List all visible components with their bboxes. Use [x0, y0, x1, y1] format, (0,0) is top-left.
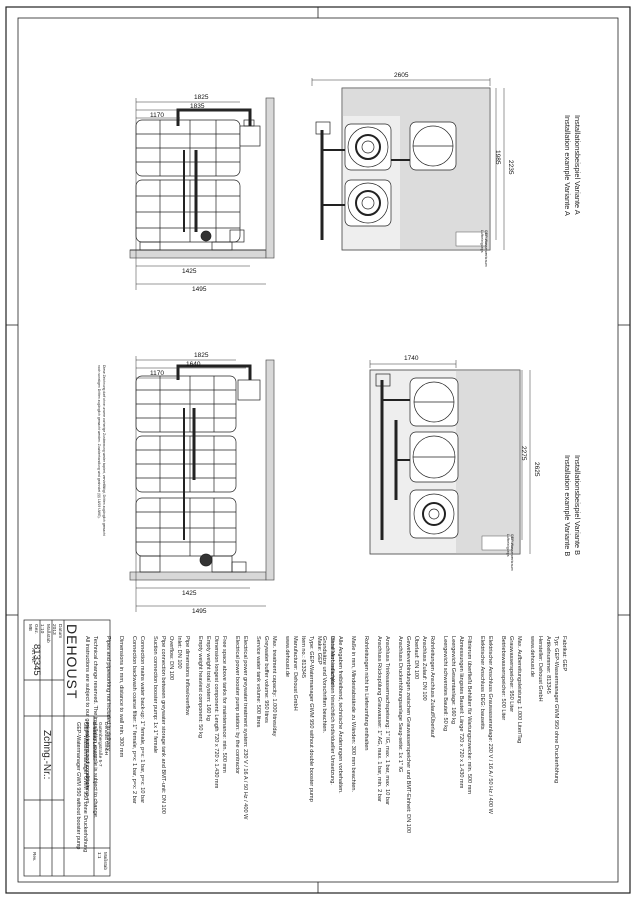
spec-text-german-line: Artikelnummer: 813345	[545, 636, 551, 694]
title-variant-b-de: Installationsbeispiel Variante B	[573, 455, 582, 556]
spec-text-german-line: Fabrikat: GEP	[561, 636, 567, 672]
company-logo-text: DEHOUST	[64, 624, 80, 700]
spec-text-english-line: www.dehoust.de	[284, 636, 290, 678]
spec-text-english-line: Pipe connection between greywater storag…	[160, 636, 166, 814]
plan-a	[315, 87, 491, 251]
spec-text-german-line: Elektrischer Anschluss DEG: bauseits	[479, 636, 485, 730]
spec-text-german-line: Filtrierum überfließt Behälter für Wartu…	[466, 636, 472, 795]
spec-text-english-line: Suction connection booster pump: 1x 1" f…	[152, 636, 158, 754]
drawing-number-label: Zchng.-Nr.:	[41, 730, 52, 780]
spec-text-english-line: Max. treatment capacity: 1.000 litres/da…	[271, 636, 277, 737]
spec-text-german-line: Gewebeverbindungen zwischen Grauwassersp…	[405, 636, 411, 834]
dim-b-1640: 1640	[186, 361, 201, 368]
title-variant-b-en: Installation example Variante B	[563, 455, 572, 557]
revision-label: Rev.	[32, 852, 37, 862]
spec-text-german-line: Max. Aufbereitungsleistung: 1.000 Liter/…	[516, 636, 522, 744]
spec-text-english-line: Empty weight total system: 160 kg	[205, 636, 211, 721]
spec-text-german-line: Elektrischer Anschluss Grauwasseranlage:…	[487, 636, 493, 814]
spec-text-english-line: Manufacturer: Dehoust GmbH	[292, 636, 298, 711]
spec-text-german-line: Alle Angaben freibleibend, technische Än…	[337, 636, 343, 794]
spec-text-english-line: Connection mains water back-up: 1" femal…	[139, 636, 145, 804]
elevation-b	[129, 359, 275, 581]
dim-b-1825: 1825	[194, 352, 209, 359]
spec-text-german-line: Anschluss Druckerhöhungsanlage Saug-seit…	[397, 636, 403, 773]
spec-text-english-line: Empty weight heaviest component: 50 kg	[197, 636, 203, 738]
title-block-frame	[23, 619, 111, 877]
dim-b-1425: 1425	[182, 590, 197, 597]
dim-b-1495: 1495	[192, 608, 207, 615]
spec-text-english-line: Overflow: DN 100	[168, 636, 174, 681]
title-variant-a: Installationsbeispiel Variante A Install…	[562, 115, 582, 216]
dim-b-2275: 2275	[520, 446, 527, 461]
spec-text-english-line: Item no.: 813345	[300, 636, 306, 678]
spec-text-german-line: Leergewicht Gesamtanlage: 160 kg	[450, 636, 456, 725]
spec-text-german-line: Abmessungen längstes Bauteil: Länge 720 …	[458, 636, 464, 789]
spec-text-english-line: Pipe dimensions inflow/overflow	[184, 636, 190, 716]
article-number: 813345	[31, 644, 42, 676]
dim-b-2625: 2625	[533, 462, 540, 477]
dimension-lines	[135, 78, 531, 612]
spec-text-german-line: Rohrleitungen Anschluss Zulauf/Überlauf	[429, 636, 435, 738]
dim-a-2605: 2605	[394, 72, 409, 79]
spec-text-english-line: Electrical power greywater treatment sys…	[242, 636, 248, 820]
legend-a: GEP-Wasserwerkraum Luftreinigungs	[479, 230, 488, 267]
dim-b-1740: 1740	[404, 355, 419, 362]
spec-text-german-line: Anschluss Zulauf: DN 100	[421, 636, 427, 701]
spec-text-german-line: Maße in mm, Mindestabstände zu Wänden: 3…	[350, 636, 356, 793]
legend-b: GEP-Wasserwerkraum Luftreinigungs	[505, 534, 514, 571]
spec-text-english-line: Dimensions in mm, distance to wall min. …	[118, 636, 124, 758]
spec-text-german-line: Rohrleitungen nicht im Lieferumfang enth…	[363, 636, 369, 751]
title-variant-a-en: Installation example Variante A	[563, 115, 572, 216]
spec-text-english-line: Connection backwash coarse filter: 1" fe…	[131, 636, 137, 804]
drawn-cell: Gez. ME	[27, 624, 38, 635]
spec-text-german-line: Hersteller: Dehoust GmbH	[537, 636, 543, 702]
spec-text-english-line: Make: GEP	[316, 636, 322, 665]
spec-text-german-line: www.dehoust.de	[529, 636, 535, 678]
spec-text-german-line: Leergewicht schwerstes Bauteil: 50 kg	[442, 636, 448, 732]
dim-a-2235: 2235	[507, 160, 514, 175]
spec-text-german-line: Typ: GEP-Wassermanager GWM 950 ohne Druc…	[553, 636, 559, 784]
dim-b-1170: 1170	[150, 370, 164, 377]
date-cell: Datum 2013	[51, 624, 62, 639]
plan-b	[369, 369, 521, 555]
spec-text-english-line: Electrical power booster pump station: b…	[234, 636, 240, 775]
copyright-note: Diese Zeichnung darf ohne unsere vorheri…	[97, 365, 106, 536]
spec-text-english-line: Free space above tanks for maintenance: …	[221, 636, 227, 773]
scale-cell: Maßstab 1:10	[39, 624, 50, 643]
dim-a-1495: 1495	[192, 286, 207, 293]
dim-a-1425: 1425	[182, 268, 197, 275]
dim-a-1985: 1985	[494, 150, 501, 165]
elevation-a	[129, 97, 275, 259]
spec-text-english-line: Inlet: DN 100	[176, 636, 182, 669]
spec-text-german-line: Grauwasserspeicher: 950 Liter	[508, 636, 514, 713]
dim-a-1835: 1835	[190, 103, 205, 110]
drawing-title: GEP-Wassermanager GWM 950 ohne Druckerhö…	[75, 722, 88, 853]
spec-text-english-line: Type: GEP-Watermanager GWM 950 without d…	[308, 636, 314, 802]
title-variant-b: Installationsbeispiel Variante B Install…	[562, 455, 582, 556]
dim-a-1825: 1825	[194, 94, 209, 101]
dim-a-1170: 1170	[150, 112, 164, 119]
spec-text-english-line: Greywater buffer volume: 950 litres	[263, 636, 269, 723]
spec-text-german-line: Überlauf: DN 100	[413, 636, 419, 680]
spec-text-german-line: Betriebswasserspeicher: 500 Liter	[500, 636, 506, 721]
spec-text-english-line: Dimension longest component: Length 720 …	[213, 636, 219, 789]
spec-text-german-line: Anschluss Trinkwassernachspeisung: 1" IG…	[384, 636, 390, 805]
spec-text-german-line: Anschluss Rückspülung Grauwasser: 1" AG,…	[376, 636, 382, 802]
sheet-scale-cell: Maßstab 1:1	[97, 852, 108, 870]
spec-text-english-line: Installation example	[329, 636, 335, 686]
spec-text-english-line: Service water tank volume: 500 litres	[255, 636, 261, 728]
title-variant-a-de: Installationsbeispiel Variante A	[573, 115, 582, 215]
